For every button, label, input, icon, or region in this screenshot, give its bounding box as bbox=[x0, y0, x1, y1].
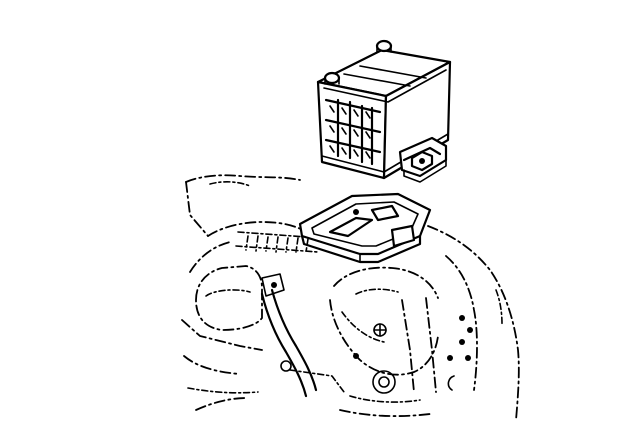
pedestal-top bbox=[333, 266, 439, 299]
inner-fender-right bbox=[427, 225, 520, 421]
tray-bolt-hole bbox=[353, 209, 359, 215]
lower-rail-2 bbox=[195, 397, 249, 411]
pedestal-body bbox=[329, 299, 439, 376]
pedestal-contour-2 bbox=[355, 288, 399, 295]
air-cleaner-rib bbox=[205, 289, 251, 297]
floor-pan-rib bbox=[349, 395, 421, 403]
hole-5 bbox=[465, 355, 471, 361]
floor-pan bbox=[339, 409, 431, 417]
clamp-nut-center bbox=[419, 158, 425, 164]
battery bbox=[316, 39, 452, 180]
lower-nut bbox=[372, 370, 396, 394]
battery-cable bbox=[260, 292, 308, 398]
lower-rail bbox=[187, 387, 259, 394]
hose-rib-bottom bbox=[235, 245, 319, 253]
pedestal-bolt-cross bbox=[373, 323, 387, 337]
front-lower bbox=[183, 355, 241, 375]
clip-dot bbox=[271, 282, 277, 288]
battery-terminal-positive bbox=[375, 39, 393, 53]
battery-top-rim bbox=[323, 69, 447, 103]
battery-cable-2 bbox=[270, 288, 318, 392]
battery-top-ridges bbox=[343, 65, 427, 87]
engine-compartment-phantom bbox=[181, 174, 520, 421]
tray-opening bbox=[370, 204, 400, 222]
terminal-pos-post bbox=[376, 45, 392, 53]
strut-left bbox=[401, 299, 415, 393]
lower-bracket bbox=[289, 369, 345, 393]
clamp-ridge bbox=[402, 146, 442, 162]
lower-nut-inner bbox=[378, 376, 390, 388]
tray-side bbox=[300, 234, 422, 264]
fender-edge bbox=[185, 174, 301, 183]
tray-boss bbox=[390, 224, 416, 248]
clamp-foot bbox=[403, 159, 447, 183]
terminal-neg-post bbox=[324, 77, 340, 85]
lower-bracket-bolt bbox=[280, 360, 292, 372]
battery-hold-down-clamp bbox=[398, 136, 448, 183]
battery-tray bbox=[298, 192, 432, 264]
fender-hook bbox=[447, 375, 455, 391]
battery-side bbox=[382, 60, 452, 180]
strut-right bbox=[425, 297, 437, 393]
fender-detail bbox=[209, 181, 251, 187]
battery-cell-pattern bbox=[324, 98, 382, 166]
pedestal-contour bbox=[341, 311, 385, 343]
hole-1 bbox=[459, 315, 465, 321]
tray-slot bbox=[328, 216, 374, 238]
battery-terminal-negative bbox=[323, 71, 341, 85]
wheelhouse-top bbox=[207, 221, 313, 237]
inner-fender-inner bbox=[445, 255, 478, 391]
hole-3 bbox=[459, 339, 465, 345]
air-cleaner bbox=[195, 265, 263, 331]
hole-4 bbox=[447, 355, 453, 361]
fender-front bbox=[185, 181, 209, 237]
hose-ribs bbox=[245, 235, 309, 253]
wheelhouse-left bbox=[189, 241, 231, 273]
fender-seam bbox=[495, 289, 503, 325]
hose-rib-top bbox=[237, 231, 321, 239]
cable-clip bbox=[261, 273, 285, 297]
front-support bbox=[181, 319, 263, 351]
hole-2 bbox=[467, 327, 473, 333]
pedestal-hole bbox=[353, 353, 359, 359]
